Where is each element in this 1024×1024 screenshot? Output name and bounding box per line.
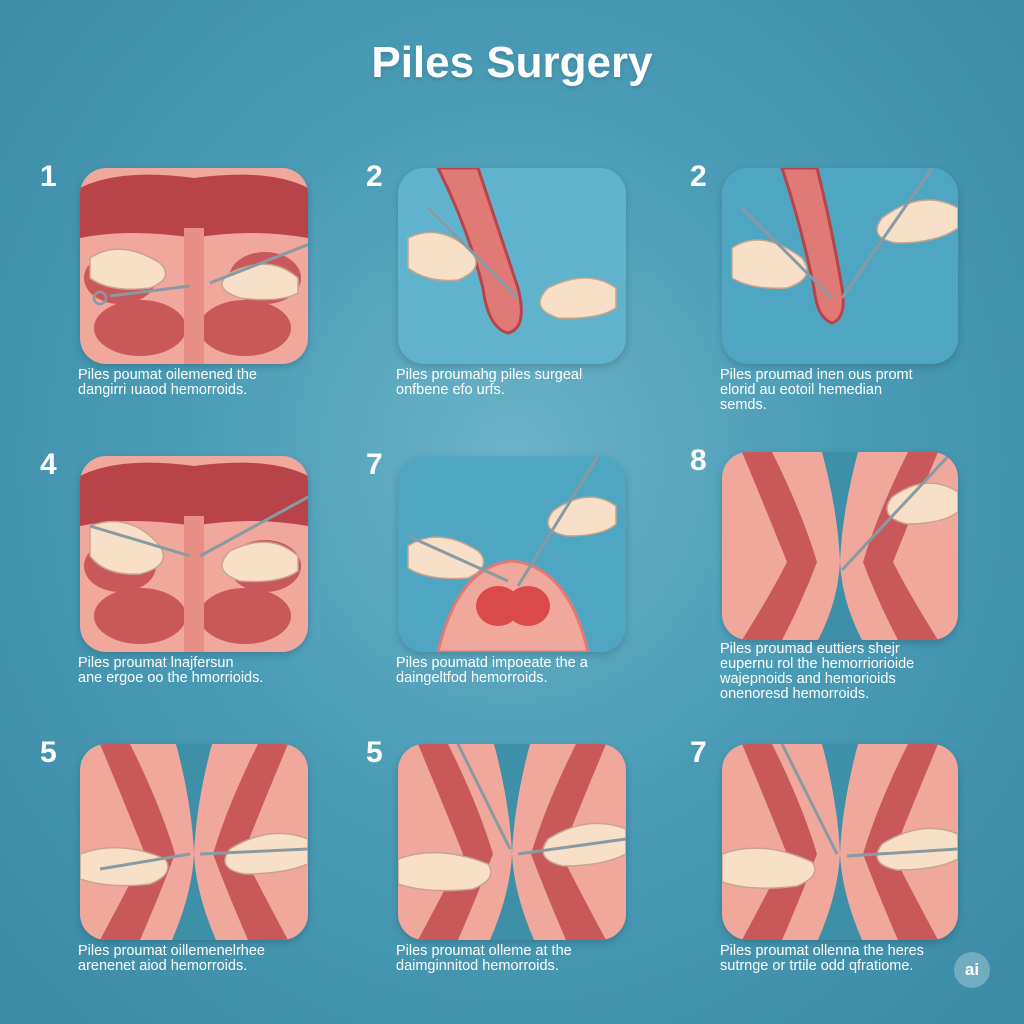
step-caption: Piles proumat lnajfersun ane ergoe oo th… (78, 655, 264, 686)
step-number: 5 (366, 736, 383, 769)
step-caption: Piles poumatd impoeate the a daingeltfod… (396, 655, 588, 686)
step-number: 1 (40, 160, 57, 193)
step-number: 4 (40, 448, 57, 481)
step-caption: Piles proumat olleme at the daimginnitod… (396, 943, 572, 974)
ai-badge: ai (954, 952, 990, 988)
intestine-illustration (80, 456, 308, 652)
step-number: 2 (366, 160, 383, 193)
step-caption: Piles proumat oillemenelrhee arenenet ai… (78, 943, 265, 974)
step-card: 2 Piles proumahg piles surgeal onfbene e… (366, 160, 688, 428)
step-illustration (80, 744, 308, 940)
step-number: 7 (690, 736, 707, 769)
step-card: 5 Piles proumat olleme at the daimginnit… (366, 736, 688, 1004)
step-illustration (80, 168, 308, 364)
step-illustration (398, 456, 626, 652)
step-illustration (80, 456, 308, 652)
step-card: 7 Piles poumatd impoeate the a daingeltf… (366, 448, 688, 716)
step-illustration (722, 452, 958, 640)
step-card: 4 Piles proumat lnajfersun ane ergoe oo … (40, 448, 370, 716)
step-caption: Piles proumahg piles surgeal onfbene efo… (396, 367, 583, 398)
canal-illustration (722, 452, 958, 640)
canal-hands-illustration (398, 744, 626, 940)
step-number: 8 (690, 444, 707, 477)
step-illustration (722, 744, 958, 940)
tube-illustration (398, 168, 626, 364)
step-caption: Piles proumad euttiers shejr eupernu rol… (720, 641, 915, 702)
step-caption: Piles poumat oilemened the dangirri ıuao… (78, 367, 257, 398)
step-number: 5 (40, 736, 57, 769)
step-illustration (722, 168, 958, 364)
step-card: 1 Piles poumat oilemened the dangirri ıu… (40, 160, 370, 428)
step-illustration (398, 168, 626, 364)
step-number: 2 (690, 160, 707, 193)
step-card: 8 Piles proumad euttiers shejr eupernu r… (690, 444, 1012, 712)
step-card: 7 Piles proumat ollenna the heres sutrng… (690, 736, 1012, 1004)
step-card: 5 Piles proumat oillemenelrhee arenenet … (40, 736, 370, 1004)
mound-illustration (398, 456, 626, 652)
step-caption: Piles proumad inen ous promt elorid au e… (720, 367, 913, 413)
intestine-illustration (80, 168, 308, 364)
step-illustration (398, 744, 626, 940)
step-number: 7 (366, 448, 383, 481)
step-card: 2 Piles proumad inen ous promt elorid au… (690, 160, 1012, 428)
step-caption: Piles proumat ollenna the heres sutrnge … (720, 943, 924, 974)
page-title: Piles Surgery (371, 38, 653, 87)
canal-hands-illustration (80, 744, 308, 940)
tube-scissors-illustration (722, 168, 958, 364)
canal-hands-illustration (722, 744, 958, 940)
